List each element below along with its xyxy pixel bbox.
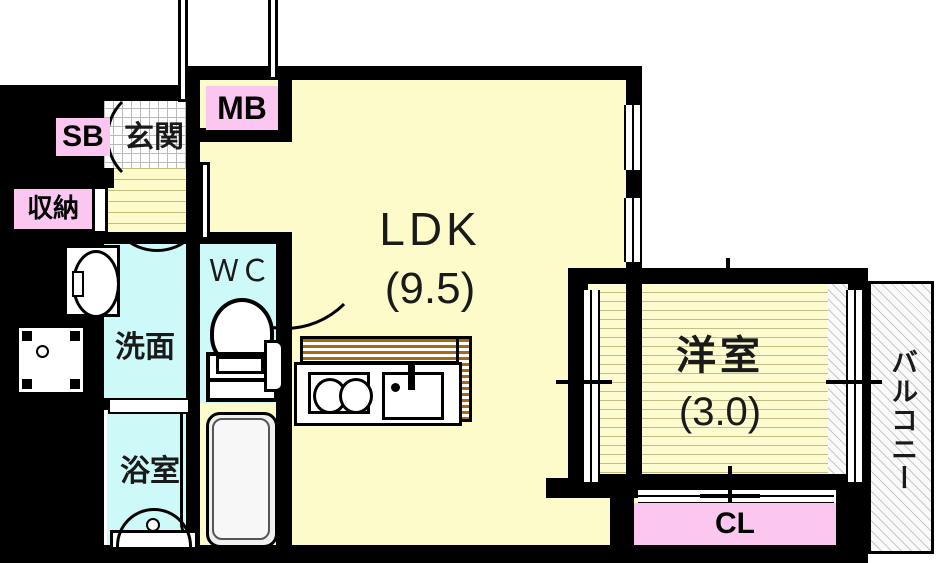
wall-closet-bottom [610,542,868,563]
washroom-threshold [108,398,190,414]
dim-tick-bedroom-left [556,380,612,384]
label-toilet: ＷＣ [198,252,282,292]
label-balcony: バルコニー [879,330,923,510]
label-bedroom: 洋室 [640,332,800,380]
label-washroom: 洗面 [100,328,190,368]
door-leaf-entrance[interactable] [178,0,188,102]
washer-drain-icon [36,345,49,358]
bathtub-inner-icon [212,418,270,540]
window-ldk-upper[interactable] [624,105,642,170]
label-bedroom-text: 洋室 [676,333,764,379]
wall-closet-right [836,488,868,548]
washer-corner-tr [70,331,80,341]
sink-faucet-icon [408,362,415,390]
room-balcony-floor [868,281,934,554]
label-storage: 収納 [14,189,92,229]
wash-basin-tap-icon [72,271,84,297]
window-bedroom-left[interactable] [582,290,600,482]
window-bedroom-balcony[interactable] [846,290,864,482]
label-toilet-text: ＷＣ [209,255,271,289]
label-bath-text: 浴室 [120,454,180,490]
wall-ldk-right-lower [626,258,642,488]
bath-tap-icon [146,518,160,532]
label-entrance: 玄関 [108,118,200,158]
door-leaf-mb[interactable] [268,0,278,80]
wall-mb-enclosure [200,128,292,142]
label-washroom-text: 洗面 [115,330,175,366]
door-swing-ldk [200,160,370,330]
washer-corner-br [70,379,80,389]
label-ldk-size: (9.5) [330,264,530,314]
door-swing-washroom [106,150,208,252]
window-ldk-lower[interactable] [624,198,642,262]
label-bedroom-size: (3.0) [640,388,800,436]
label-storage-text: 収納 [26,194,79,224]
label-balcony-text: バルコニー [886,347,918,493]
bedroom-sash-strip [828,283,850,488]
label-shoe-box-text: SB [62,120,104,153]
label-bath: 浴室 [108,452,192,492]
washer-corner-tl [22,331,32,341]
toilet-seat-icon [216,356,264,374]
wall-washroom-wc [186,243,200,548]
label-entrance-text: 玄関 [124,120,184,156]
kitchen-counter-top [300,336,472,364]
label-closet-text: CL [715,507,755,540]
dim-tick-bedroom-top [726,258,730,272]
wall-bedroom-bottom [568,474,868,490]
wall-bedroom-top [568,268,868,284]
label-ldk: LDK [330,204,530,254]
wall-bottom-exterior [0,545,640,563]
label-meter-box: MB [206,86,278,130]
label-shoe-box: SB [56,118,110,156]
sink-drain-icon [391,383,400,392]
dim-tick-bedroom-right [826,380,882,384]
stove-burner-right-icon [339,378,373,414]
label-closet: CL [634,503,836,545]
label-ldk-size-text: (9.5) [384,263,476,313]
toilet-paper-holder-icon [264,340,284,392]
door-bath-folding[interactable] [180,410,203,546]
wall-mb-right [278,66,292,142]
wall-closet-left [610,488,634,548]
label-meter-box-text: MB [217,90,267,126]
label-bedroom-size-text: (3.0) [678,390,762,434]
washer-corner-bl [22,379,32,389]
label-ldk-text: LDK [379,202,481,255]
dim-tick-closet-h [700,494,760,498]
wall-left-exterior [0,85,104,563]
